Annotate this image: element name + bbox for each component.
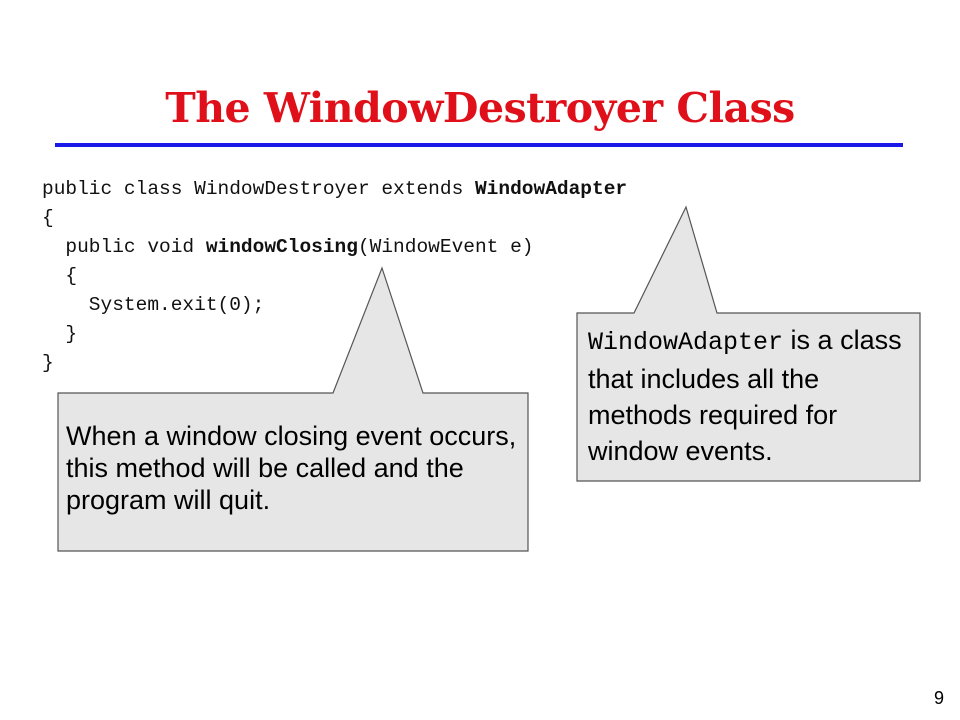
- page-number: 9: [933, 688, 944, 708]
- title-underline: [55, 143, 903, 147]
- code-line-6: }: [42, 323, 78, 345]
- code-method-windowclosing: windowClosing: [205, 236, 358, 258]
- code-line-5: System.exit(0);: [42, 294, 265, 316]
- code-line-4: {: [42, 265, 78, 287]
- code-keyword-windowadapter: WindowAdapter: [474, 178, 628, 200]
- callout-left-bubble: [57, 266, 529, 552]
- code-line-7: }: [42, 352, 54, 374]
- callout-right-code-term: WindowAdapter: [588, 328, 784, 357]
- code-line-1: public class WindowDestroyer extends Win…: [42, 175, 782, 204]
- callout-left-text: When a window closing event occurs, this…: [66, 421, 517, 515]
- callout-right-description: is a class that includes all the methods…: [588, 325, 902, 466]
- callout-right-bubble: [576, 205, 921, 482]
- code-line-2: {: [42, 207, 54, 229]
- slide-title: The WindowDestroyer Class: [165, 84, 795, 132]
- callout-right-text: WindowAdapter is a class that includes a…: [588, 322, 908, 469]
- code-line-3: public void windowClosing(WindowEvent e): [42, 233, 782, 262]
- code-line-3-prefix: public void: [42, 236, 206, 258]
- code-line-3-suffix: (WindowEvent e): [357, 236, 534, 258]
- code-line-1-text: public class WindowDestroyer extends: [42, 178, 475, 200]
- code-block: public class WindowDestroyer extends Win…: [42, 175, 782, 378]
